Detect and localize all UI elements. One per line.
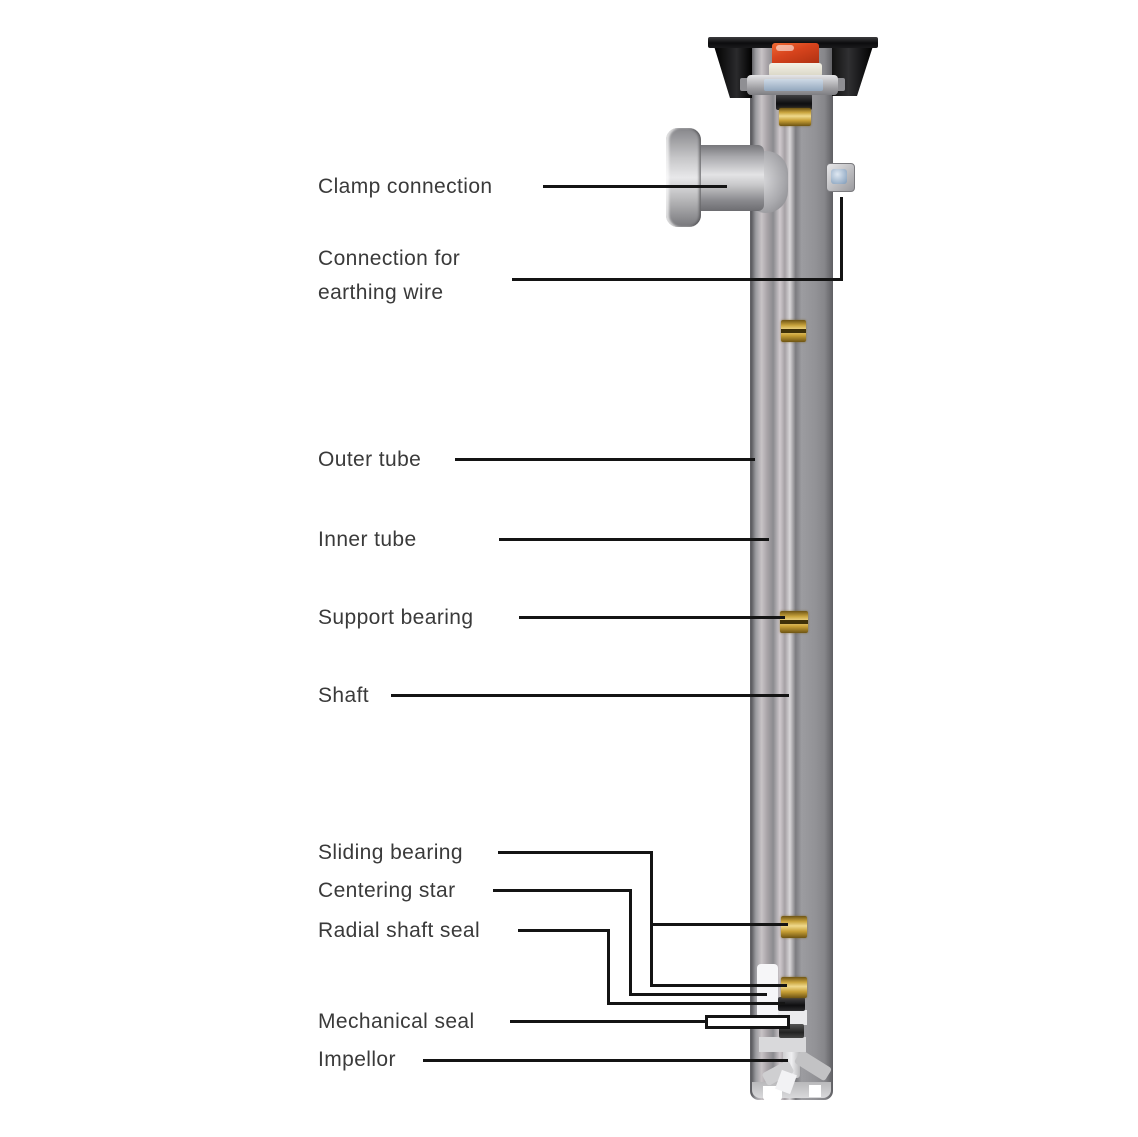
leader-outer-tube <box>455 458 755 461</box>
label-shaft: Shaft <box>318 684 370 707</box>
earthing-screw <box>831 169 847 184</box>
support-bearing-split <box>780 620 808 624</box>
sliding-bearing-lower <box>781 977 807 998</box>
leader-radial-seal-h1 <box>518 929 610 932</box>
clamp-tab-right <box>836 78 845 91</box>
leader-inner-tube <box>499 538 769 541</box>
leader-radial-seal-h2 <box>607 1002 785 1005</box>
leader-mechanical-seal-box <box>705 1015 790 1029</box>
radial-shaft-seal-ring <box>778 997 805 1011</box>
leader-centering-star-h1 <box>493 889 632 892</box>
top-black-band <box>776 94 812 110</box>
label-mechanical-seal: Mechanical seal <box>318 1010 475 1033</box>
clamp-tab-left <box>740 78 749 91</box>
label-support-bearing: Support bearing <box>318 606 474 629</box>
label-radial-shaft-seal: Radial shaft seal <box>318 919 481 942</box>
leader-clamp-connection <box>543 185 727 188</box>
label-inner-tube: Inner tube <box>318 528 417 551</box>
label-earthing-line2: earthing wire <box>318 281 444 304</box>
clamp-connection-flange <box>666 128 701 227</box>
outlet-barrel <box>692 145 764 211</box>
leader-radial-seal-v <box>607 929 610 1005</box>
intake-notch-right <box>809 1085 821 1097</box>
centering-star-part <box>757 964 778 1018</box>
leader-support-bearing <box>519 616 785 619</box>
leader-sliding-bearing-h3 <box>650 984 787 987</box>
leader-impellor <box>423 1059 788 1062</box>
sliding-bearing-upper <box>781 916 807 938</box>
leader-shaft <box>391 694 789 697</box>
leader-mechanical-seal <box>510 1020 707 1023</box>
label-earthing-line1: Connection for <box>318 247 461 270</box>
leader-sliding-bearing-h2 <box>650 923 788 926</box>
leader-sliding-bearing-h1 <box>498 851 653 854</box>
seal-housing-patch <box>759 1037 806 1052</box>
leader-centering-star-h2 <box>629 993 767 996</box>
label-clamp-connection: Clamp connection <box>318 175 493 198</box>
label-earthing-connection: Connection for earthing wire <box>318 242 460 310</box>
top-plate <box>708 37 878 48</box>
leader-sliding-bearing-v <box>650 851 653 987</box>
label-centering-star: Centering star <box>318 879 456 902</box>
cream-ring <box>769 63 822 77</box>
leader-earthing-v <box>840 197 843 281</box>
label-outer-tube: Outer tube <box>318 448 422 471</box>
top-gold-band <box>779 108 811 126</box>
leader-earthing-h <box>512 278 843 281</box>
red-knob-gloss <box>776 45 794 51</box>
label-sliding-bearing: Sliding bearing <box>318 841 463 864</box>
clamp-ring-blue-band <box>764 79 823 91</box>
label-impellor: Impellor <box>318 1048 396 1071</box>
upper-bearing-split <box>781 329 806 333</box>
leader-centering-star-v <box>629 889 632 996</box>
